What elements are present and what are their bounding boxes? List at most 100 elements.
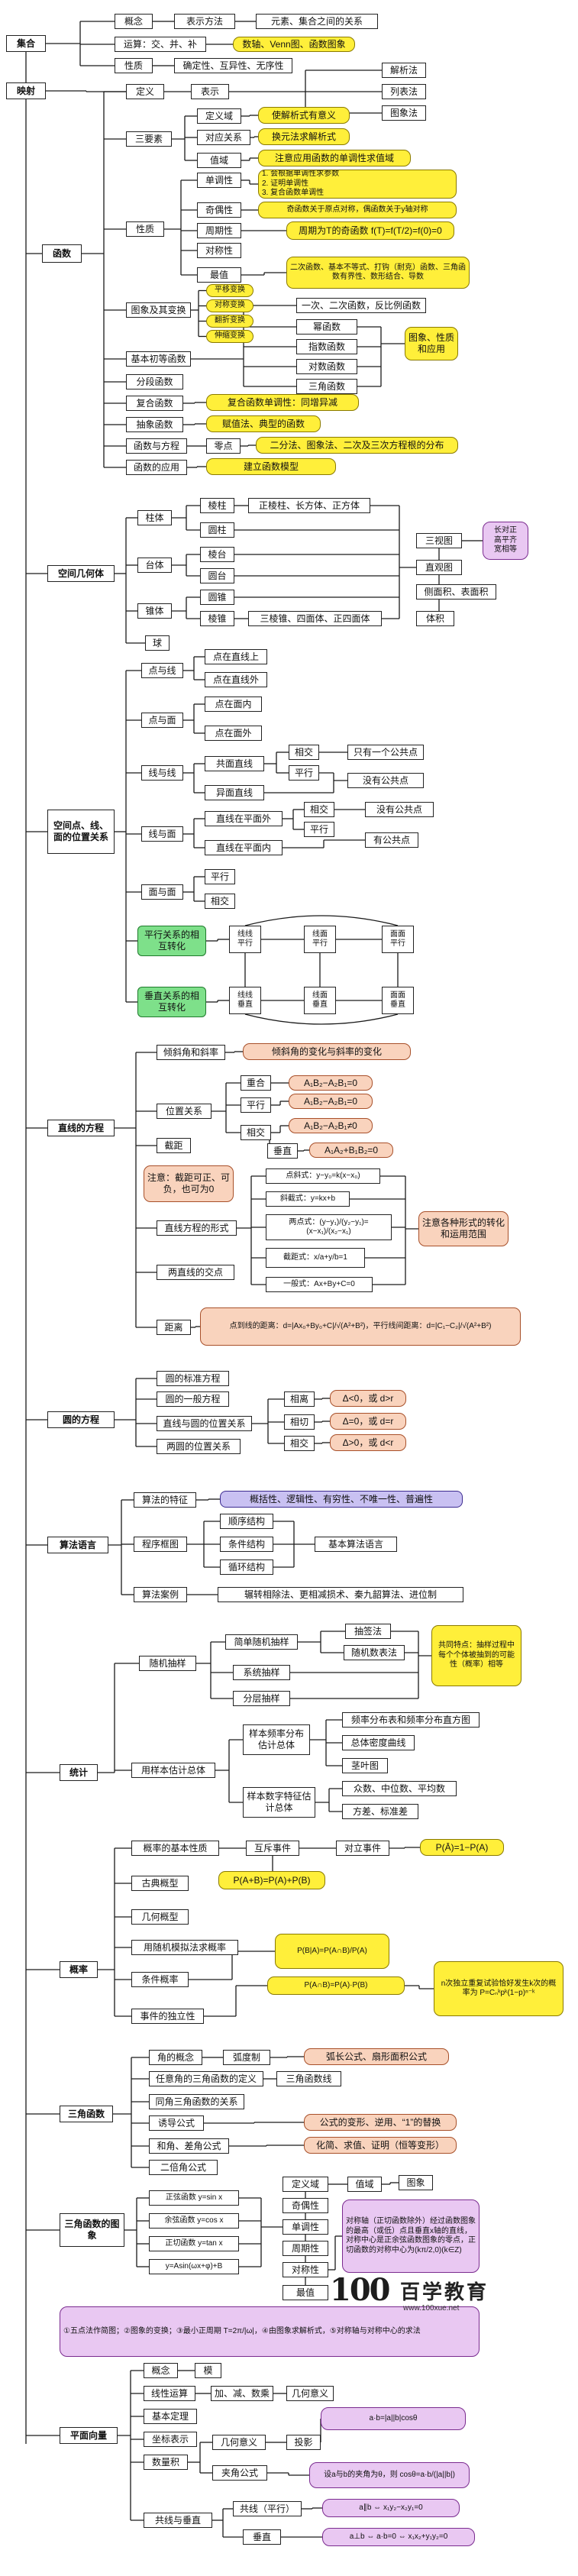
node-v-dot-1: 几何意义	[212, 2435, 266, 2450]
node-g-frust-2: 圆台	[200, 568, 234, 583]
node-a-flow-d: 基本算法语言	[315, 1537, 397, 1552]
node-set-ops: 运算：交、并、补	[115, 37, 206, 52]
node-st-lot: 抽签法	[345, 1624, 391, 1639]
brand-logo: 100 百学教育 www.100xue.net	[330, 2272, 489, 2313]
node-v-lin-d: 加、减、数乘	[211, 2386, 273, 2401]
node-mapping: 映射	[6, 82, 46, 99]
node-t-rad-d: 弧长公式、扇形面积公式	[304, 2048, 449, 2065]
node-c-gen: 圆的一般方程	[157, 1391, 229, 1407]
node-ln-ang: 倾斜角和斜率	[157, 1045, 225, 1060]
node-sp-ll-2: 异面直线	[205, 785, 264, 800]
node-f-basic-3: 对数函数	[296, 359, 357, 374]
node-g-prism-d: 棱柱	[200, 498, 234, 513]
node-f-rule-detail: 换元法求解析式	[258, 128, 350, 145]
node-t-p3: 奇偶性	[283, 2198, 328, 2213]
node-g-pyr2-d: 三棱锥、四面体、正四面体	[248, 611, 382, 626]
node-set-repr: 表示方法	[174, 14, 235, 29]
node-ln-inter: 两直线的交点	[157, 1265, 234, 1280]
node-f-mono: 单调性	[197, 173, 241, 188]
node-sp-ll: 线与线	[141, 765, 183, 781]
node-line: 直线的方程	[47, 1120, 115, 1136]
node-st-note: 共同特点：抽样过程中每个个体被抽到的可能性（概率）相等	[431, 1625, 521, 1686]
node-algorithm: 算法语言	[47, 1537, 108, 1553]
node-ln-f5: 一般式：Ax+By+C=0	[266, 1277, 373, 1292]
node-st-sys: 系统抽样	[233, 1665, 290, 1680]
node-sp-ll-1b: 平行	[289, 765, 319, 781]
node-t-p5: 周期性	[283, 2241, 328, 2256]
node-v-par-d: a∥b ⇔ x₁y₂−x₂y₁=0	[322, 2499, 460, 2517]
node-f-piece: 分段函数	[126, 374, 183, 389]
node-t-double: 二倍角公式	[149, 2160, 218, 2175]
node-c-lc-2-d: Δ=0，或 d=r	[330, 1413, 406, 1430]
node-t-sin: 正弦函数 y=sin x	[149, 2190, 239, 2206]
node-sp-lp-1a: 相交	[304, 802, 334, 817]
node-t-p7: 最值	[283, 2285, 328, 2300]
node-sp-ff-2: 相交	[205, 894, 235, 909]
node-t-sum: 和角、差角公式	[149, 2138, 229, 2154]
node-ln-pos: 位置关系	[157, 1104, 212, 1119]
node-v-dot-d: a·b=|a||b|cosθ	[321, 2407, 466, 2430]
node-p-mutex: 互斥事件	[246, 1841, 299, 1856]
node-sp-pp: 点与面	[141, 713, 183, 728]
node-f-comp: 复合函数	[126, 396, 183, 411]
node-function: 函数	[42, 244, 82, 263]
node-c-std: 圆的标准方程	[157, 1371, 229, 1386]
node-st-n1: 众数、中位数、平均数	[342, 1781, 457, 1796]
node-v-dot-2: 投影	[286, 2435, 321, 2450]
node-g-frust: 台体	[137, 558, 172, 573]
node-ln-dist: 距离	[157, 1320, 191, 1335]
node-circle: 圆的方程	[47, 1411, 115, 1428]
node-f-zero: 零点	[206, 438, 241, 454]
node-a-flow-3: 循环结构	[220, 1559, 273, 1575]
node-f-graph: 图象及其变换	[126, 302, 191, 318]
node-g-vol: 体积	[416, 611, 454, 626]
node-g-lat: 侧面积、表面积	[416, 584, 496, 600]
node-t-p1: 定义域	[283, 2177, 328, 2192]
node-g-direct: 直观图	[416, 560, 462, 575]
node-ln-f2: 斜截式：y=kx+b	[266, 1191, 350, 1207]
node-ln-dist-d: 点到线的距离：d=|Ax₀+By₀+C|/√(A²+B²)，平行线间距离：d=|…	[200, 1307, 521, 1346]
node-t-circle: 三角函数线	[276, 2071, 341, 2086]
node-v-ang-d: 设a与b的夹角为θ，则 cosθ=a·b/(|a||b|)	[309, 2462, 470, 2488]
node-v-thm: 基本定理	[144, 2409, 197, 2424]
node-ln-int-d: 注意：截距可正、可负，也可为0	[144, 1165, 234, 1202]
node-f-zero-detail: 二分法、图象法、二次及三次方程根的分布	[256, 437, 458, 454]
node-ln-form: 直线方程的形式	[157, 1220, 237, 1236]
node-f-graph-4: 伸缩变换	[206, 330, 253, 343]
node-ln-pos-3-d: A₁B₂−A₂B₁≠0	[289, 1118, 373, 1133]
node-t-gen: y=Asin(ωx+φ)+B	[149, 2259, 239, 2274]
node-a-flow: 程序框图	[134, 1537, 187, 1552]
node-sp-pp-2: 点在面外	[205, 726, 262, 741]
node-sp-lp-1a-d: 没有公共点	[365, 802, 434, 817]
node-f-graph-2: 对称变换	[206, 299, 253, 312]
node-ln-ang-d: 倾斜角的变化与斜率的变化	[243, 1043, 411, 1060]
node-sp-par-1: 线线 平行	[229, 926, 261, 953]
node-sp-par-3: 面面 平行	[382, 926, 414, 953]
node-f-range-detail: 注意应用函数的单调性求值域	[258, 150, 411, 166]
node-ln-form-d: 注意各种形式的转化和运用范围	[418, 1211, 509, 1246]
node-statistics: 统计	[60, 1764, 98, 1781]
node-t-rel: 同角三角函数的关系	[149, 2094, 244, 2109]
node-g-cyl: 圆柱	[200, 522, 234, 538]
node-sp-perp-2: 线面 垂直	[304, 987, 336, 1014]
node-p-class: 古典概型	[131, 1876, 189, 1891]
node-set-prop: 性质	[115, 58, 153, 73]
node-f-graph-3: 翻折变换	[206, 315, 253, 328]
node-f-prop: 性质	[126, 221, 164, 237]
node-a-case-d: 辗转相除法、更相减损术、秦九韶算法、进位制	[218, 1587, 463, 1602]
node-sp-perp: 垂直关系的相互转化	[137, 987, 206, 1017]
node-v-coord: 坐标表示	[144, 2432, 197, 2447]
node-st-est: 用样本估计总体	[131, 1763, 215, 1778]
node-set: 集合	[6, 35, 46, 52]
node-g-prism: 柱体	[137, 510, 172, 525]
node-a-feat: 算法的特征	[134, 1492, 196, 1508]
node-c-lc-3-d: Δ>0，或 d<r	[330, 1434, 406, 1451]
node-vector: 平面向量	[60, 2427, 118, 2444]
node-ln-pos-4: 垂直	[267, 1143, 298, 1159]
node-p-opp-d: P(Ā)=1−P(A)	[420, 1839, 504, 1856]
connector	[244, 1013, 399, 1025]
node-p-ind: 事件的独立性	[131, 2009, 204, 2024]
node-sp-ff-1: 平行	[205, 869, 235, 884]
node-st-strat: 分层抽样	[233, 1691, 290, 1706]
